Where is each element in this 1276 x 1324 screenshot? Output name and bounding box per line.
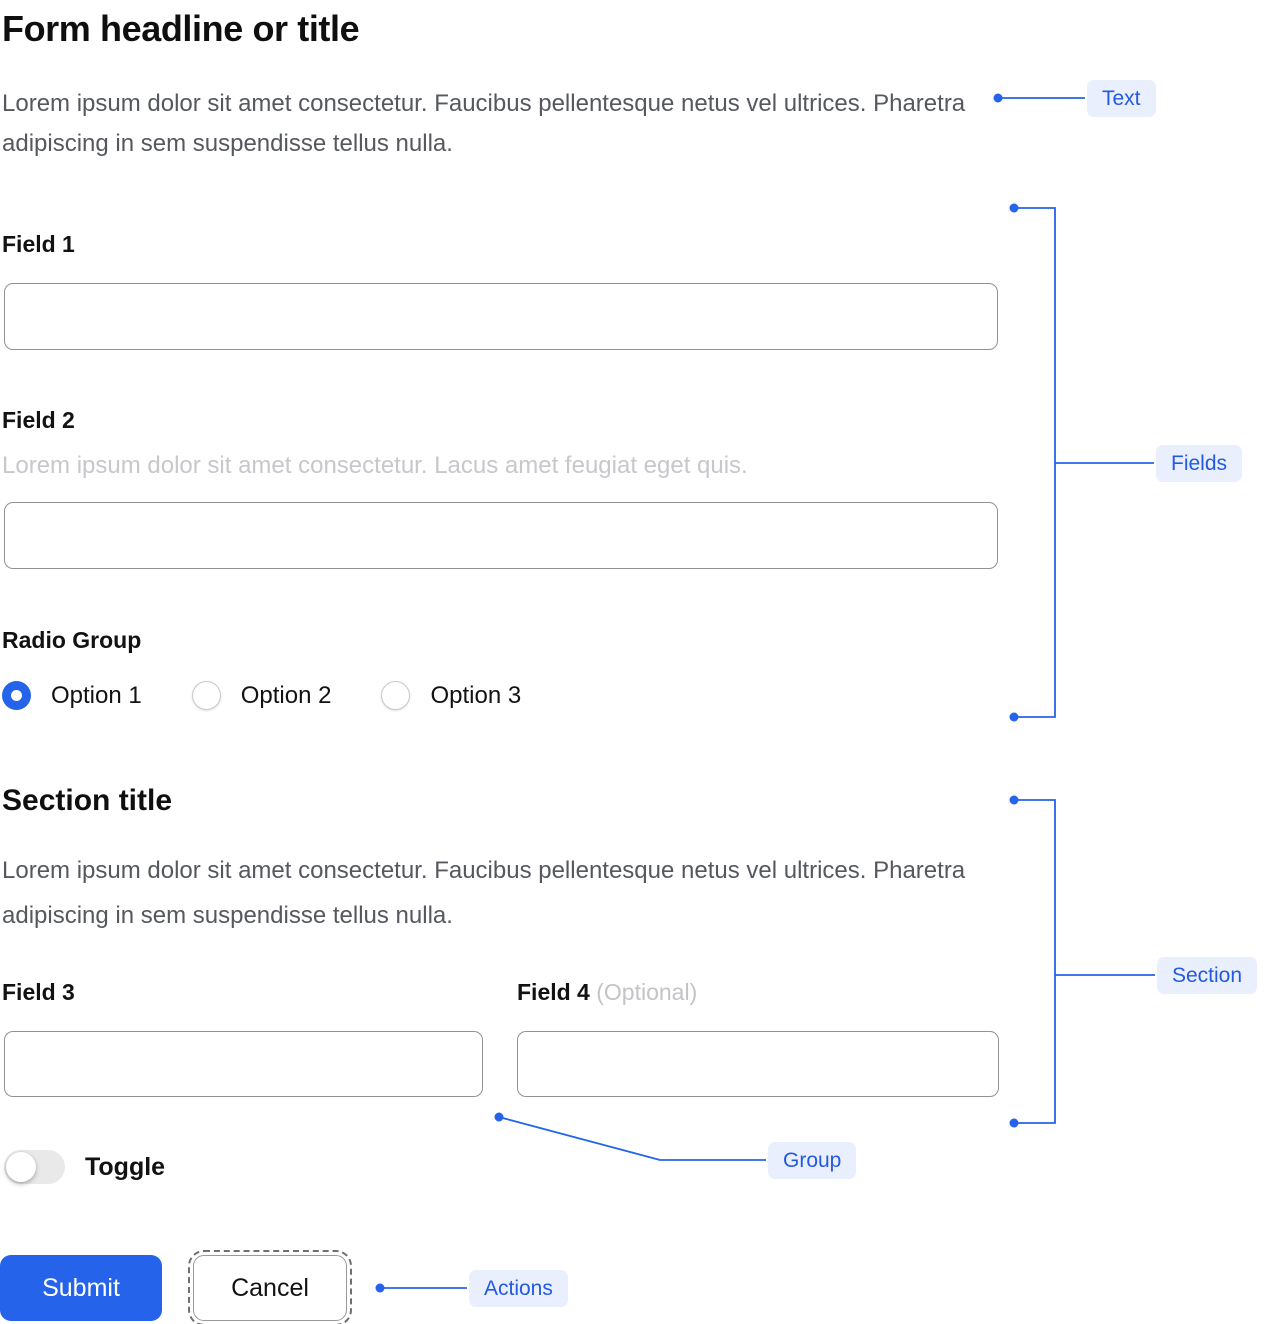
section-title: Section title bbox=[2, 784, 173, 817]
radio-option-label: Option 1 bbox=[51, 681, 142, 709]
annotation-badge-actions: Actions bbox=[469, 1270, 568, 1307]
toggle-switch[interactable] bbox=[4, 1150, 65, 1184]
annotation-badge-text: Text bbox=[1087, 80, 1156, 117]
radio-button-icon[interactable] bbox=[191, 681, 221, 710]
toggle-label: Toggle bbox=[85, 1152, 166, 1181]
toggle-knob[interactable] bbox=[6, 1152, 36, 1182]
radio-option-1[interactable]: Option 1 bbox=[2, 681, 142, 710]
page-title: Form headline or title bbox=[2, 8, 360, 49]
field1-label: Field 1 bbox=[2, 231, 75, 257]
fields-bracket-line bbox=[1014, 207, 1056, 718]
field1-input[interactable] bbox=[4, 283, 998, 350]
radio-option-label: Option 3 bbox=[430, 681, 522, 709]
section-description: Lorem ipsum dolor sit amet consectetur. … bbox=[2, 857, 966, 929]
toggle-row: Toggle bbox=[4, 1150, 165, 1184]
fields-bottom-dot bbox=[1009, 712, 1019, 722]
radio-option-label: Option 2 bbox=[240, 681, 332, 709]
text-connector-dot bbox=[993, 93, 1003, 103]
actions-connector-dot bbox=[375, 1283, 385, 1293]
field2-help-text: Lorem ipsum dolor sit amet consectetur. … bbox=[2, 452, 748, 479]
intro-text: Lorem ipsum dolor sit amet consectetur. … bbox=[2, 90, 966, 157]
field2-input[interactable] bbox=[4, 502, 998, 569]
field4-optional-tag: (Optional) bbox=[596, 979, 698, 1005]
field3-input[interactable] bbox=[4, 1031, 483, 1097]
field4-label: Field 4 (Optional) bbox=[517, 979, 697, 1006]
section-bracket-line bbox=[1014, 799, 1056, 1124]
fields-top-dot bbox=[1009, 203, 1019, 213]
submit-button[interactable]: Submit bbox=[0, 1255, 162, 1321]
field4-input[interactable] bbox=[517, 1031, 999, 1097]
section-top-dot bbox=[1009, 795, 1019, 805]
radio-button-icon[interactable] bbox=[2, 681, 31, 710]
radio-group-label: Radio Group bbox=[2, 627, 142, 653]
annotation-badge-section: Section bbox=[1157, 957, 1258, 994]
radio-button-icon[interactable] bbox=[381, 681, 411, 710]
section-bottom-dot bbox=[1009, 1118, 1019, 1128]
group-connector-line bbox=[498, 1116, 766, 1161]
group-connector-dot bbox=[494, 1112, 504, 1122]
radio-group: Option 1 Option 2 Option 3 bbox=[2, 681, 521, 710]
field4-label-text: Field 4 bbox=[517, 979, 590, 1005]
radio-option-2[interactable]: Option 2 bbox=[191, 681, 332, 710]
annotation-badge-group: Group bbox=[768, 1142, 857, 1179]
field2-label: Field 2 bbox=[2, 407, 75, 433]
annotation-badge-fields: Fields bbox=[1156, 445, 1243, 482]
radio-option-3[interactable]: Option 3 bbox=[381, 681, 521, 710]
cancel-button[interactable]: Cancel bbox=[188, 1250, 352, 1324]
field3-label: Field 3 bbox=[2, 979, 75, 1005]
